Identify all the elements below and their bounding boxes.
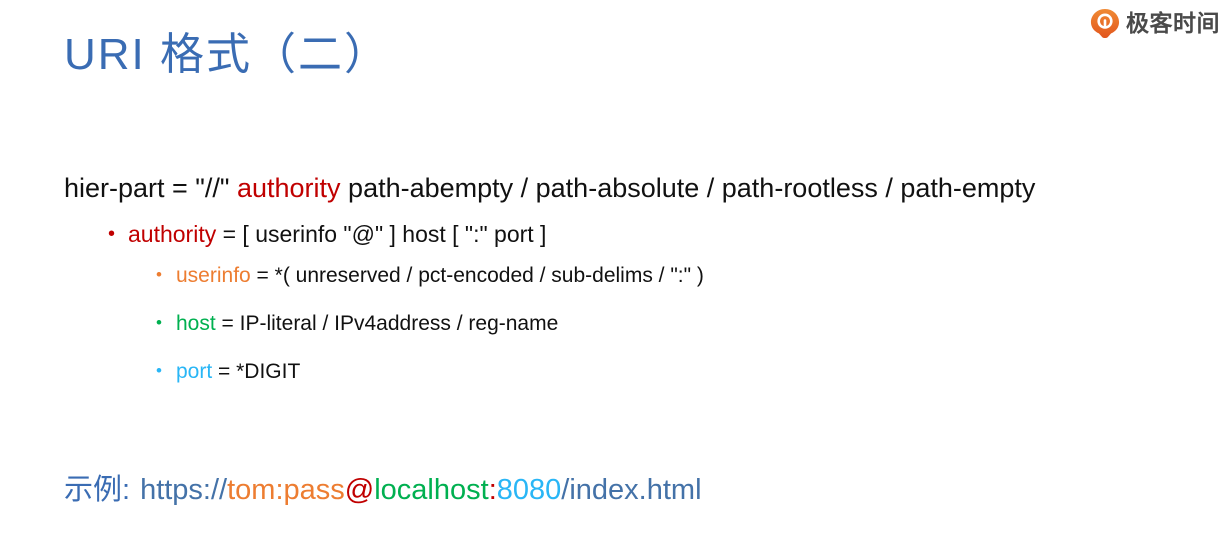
geektime-logo-icon bbox=[1090, 8, 1120, 38]
brand-name: 极客时间 bbox=[1126, 9, 1220, 36]
page-title: URI 格式（二） bbox=[64, 30, 390, 79]
keyword-authority: authority bbox=[128, 221, 217, 247]
example-line: 示例: https://tom:pass@localhost:8080/index… bbox=[64, 470, 702, 510]
url-segment-scheme: https:// bbox=[140, 474, 228, 506]
bullet-marker-userinfo: • bbox=[156, 265, 162, 284]
brand-logo: 极客时间 bbox=[1090, 8, 1220, 38]
bullet-marker-host: • bbox=[156, 313, 162, 332]
url-segment-host: localhost bbox=[374, 474, 489, 506]
keyword-authority: authority bbox=[236, 173, 341, 203]
userinfo-definition: = *( unreserved / pct-encoded / sub-deli… bbox=[250, 264, 704, 287]
example-url: https://tom:pass@localhost:8080/index.ht… bbox=[140, 474, 701, 506]
port-definition: = *DIGIT bbox=[212, 360, 301, 383]
grammar-line-userinfo: • userinfo = *( unreserved / pct-encoded … bbox=[64, 259, 1174, 293]
url-segment-userinfo: tom:pass bbox=[227, 474, 345, 506]
url-segment-port: 8080 bbox=[496, 474, 562, 506]
authority-definition: = [ userinfo "@" ] host [ ":" port ] bbox=[216, 221, 547, 247]
hier-part-prefix: hier-part = "//" bbox=[64, 173, 237, 203]
hier-part-suffix: path-abempty / path-absolute / path-root… bbox=[340, 173, 1036, 203]
grammar-line-host: • host = IP-literal / IPv4address / reg-n… bbox=[64, 307, 1174, 341]
keyword-host: host bbox=[176, 312, 216, 335]
keyword-port: port bbox=[176, 360, 213, 383]
abnf-grammar-block: hier-part = "//" authority path-abempty … bbox=[64, 168, 1174, 403]
url-segment-at-sign: @ bbox=[344, 474, 375, 506]
url-segment-port-colon: : bbox=[488, 474, 497, 506]
host-definition: = IP-literal / IPv4address / reg-name bbox=[215, 312, 559, 335]
grammar-line-hier-part: hier-part = "//" authority path-abempty … bbox=[64, 168, 1174, 208]
grammar-line-authority: • authority = [ userinfo "@" ] host [ ":"… bbox=[64, 216, 1174, 252]
bullet-marker-authority: • bbox=[108, 223, 116, 245]
keyword-userinfo: userinfo bbox=[176, 264, 251, 287]
example-label: 示例: bbox=[64, 474, 131, 506]
bullet-marker-port: • bbox=[156, 361, 162, 380]
grammar-line-port: • port = *DIGIT bbox=[64, 355, 1174, 389]
url-segment-path: /index.html bbox=[561, 474, 702, 506]
